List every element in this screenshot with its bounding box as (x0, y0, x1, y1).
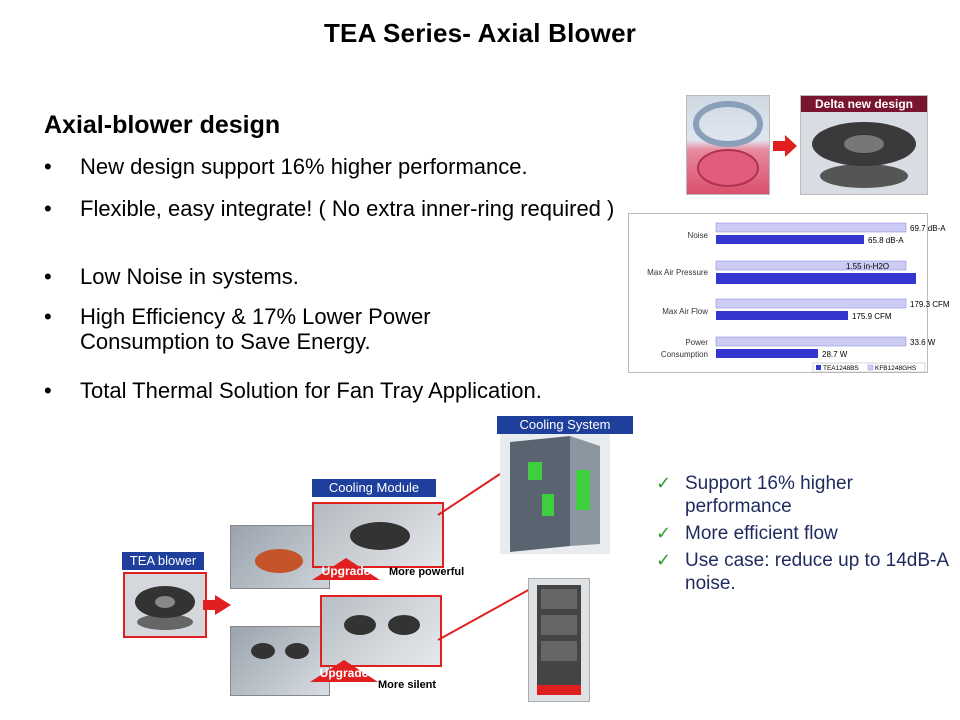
bullet-dot: • (44, 304, 52, 329)
check-text: More efficient flow (685, 523, 838, 544)
cooling-module-label: Cooling Module (312, 479, 436, 497)
bar-tea (716, 235, 864, 244)
old-fan-photo (686, 95, 770, 195)
bar-tea (716, 273, 916, 284)
section-heading: Axial-blower design (44, 111, 281, 139)
module-photo-front (312, 502, 444, 568)
category-label: Consumption (661, 350, 708, 359)
tea-blower-photo (123, 572, 207, 638)
legend-swatch-tea (816, 365, 821, 370)
delta-new-design-photo: Delta new design (800, 95, 928, 195)
category-label: Max Air Flow (662, 307, 708, 316)
more-powerful-text: More powerful (389, 566, 465, 578)
bullet-item: • New design support 16% higher performan… (44, 154, 664, 179)
check-item: ✓ More efficient flow (656, 522, 956, 545)
category-label: Max Air Pressure (647, 268, 708, 277)
data-label-kfb: 179.3 CFM (910, 300, 950, 309)
category-label: Power (685, 338, 708, 347)
check-text: Use case: reduce up to 14dB-A noise. (685, 550, 948, 594)
rack-icon (537, 585, 581, 695)
bullet-text: New design support 16% higher performanc… (80, 154, 528, 179)
red-arrow-icon (773, 135, 797, 157)
fan-icon (255, 549, 303, 573)
upgrade-arrow-icon (310, 660, 378, 682)
bullet-dot: • (44, 196, 52, 221)
data-label-kfb: 69.7 dB-A (910, 224, 946, 233)
bar-kfb (715, 260, 907, 271)
bullet-item: • Low Noise in systems. (44, 264, 664, 289)
data-label-tea: 175.9 CFM (852, 312, 892, 321)
data-label-kfb: 33.6 W (910, 338, 936, 347)
legend-swatch-kfb (867, 364, 874, 371)
bullet-dot: • (44, 378, 52, 403)
data-label-tea: 28.7 W (822, 350, 848, 359)
bullet-dot: • (44, 264, 52, 289)
category-label: Noise (688, 231, 709, 240)
performance-chart: Noise 69.7 dB-A 65.8 dB-A Max Air Pressure 1… (628, 213, 950, 373)
bullet-item: • Flexible, easy integrate! ( No extra in… (44, 196, 644, 221)
upgrade-label: Upgrade (321, 564, 371, 578)
rack-photo (528, 578, 590, 702)
check-item: ✓ Support 16% higher performance (656, 472, 956, 518)
check-text: Support 16% higher performance (685, 473, 853, 517)
tea-blower-label: TEA blower (122, 552, 204, 570)
upgrade-badge: Upgrade (310, 660, 378, 682)
bar-kfb (715, 222, 907, 233)
bullet-item: • High Efficiency & 17% Lower Power Consu… (44, 304, 664, 354)
cooling-system-label: Cooling System (497, 416, 633, 434)
data-label-tea: 65.8 dB-A (868, 236, 904, 245)
bar-kfb (715, 298, 907, 309)
upgrade-badge: Upgrade (312, 558, 380, 580)
check-icon: ✓ (656, 473, 672, 493)
bar-tea (716, 349, 818, 358)
bar-kfb (715, 336, 907, 347)
cooling-system-photo (500, 434, 610, 554)
legend-label-tea: TEA1248BS (823, 365, 859, 372)
connector-lines (437, 473, 533, 641)
blower-icon (812, 122, 916, 188)
bullet-item: • Total Thermal Solution for Fan Tray App… (44, 378, 664, 403)
data-label-kfb: 1.55 in-H2O (846, 262, 889, 271)
fan-icon (251, 643, 309, 659)
cabinet-icon (510, 436, 600, 552)
more-silent-text: More silent (378, 679, 437, 691)
blower-icon (135, 586, 195, 630)
bullet-text: Low Noise in systems. (80, 264, 299, 289)
legend-label-kfb: KFB1248GHS (875, 365, 917, 372)
delta-new-design-label: Delta new design (801, 96, 927, 112)
upgrade-label: Upgrade (319, 666, 369, 680)
blower-icon (350, 522, 410, 550)
fan-icon (344, 615, 420, 635)
slide-title: TEA Series- Axial Blower (323, 18, 637, 48)
check-icon: ✓ (656, 550, 672, 570)
check-item: ✓ Use case: reduce up to 14dB-A noise. (656, 549, 956, 595)
check-list: ✓ Support 16% higher performance ✓ More ef… (656, 472, 956, 599)
bullet-text: Flexible, easy integrate! ( No extra inn… (80, 196, 615, 221)
red-arrow-icon (203, 595, 231, 615)
upgrade-arrow-icon (312, 558, 380, 580)
fan-ring-icon (693, 101, 763, 187)
check-icon: ✓ (656, 523, 672, 543)
bullet-dot: • (44, 154, 52, 179)
silent-module-front (320, 595, 442, 667)
bullet-text: High Efficiency & 17% Lower Power Consum… (80, 304, 431, 354)
bullet-text: Total Thermal Solution for Fan Tray Appl… (80, 378, 542, 403)
bar-tea (716, 311, 848, 320)
